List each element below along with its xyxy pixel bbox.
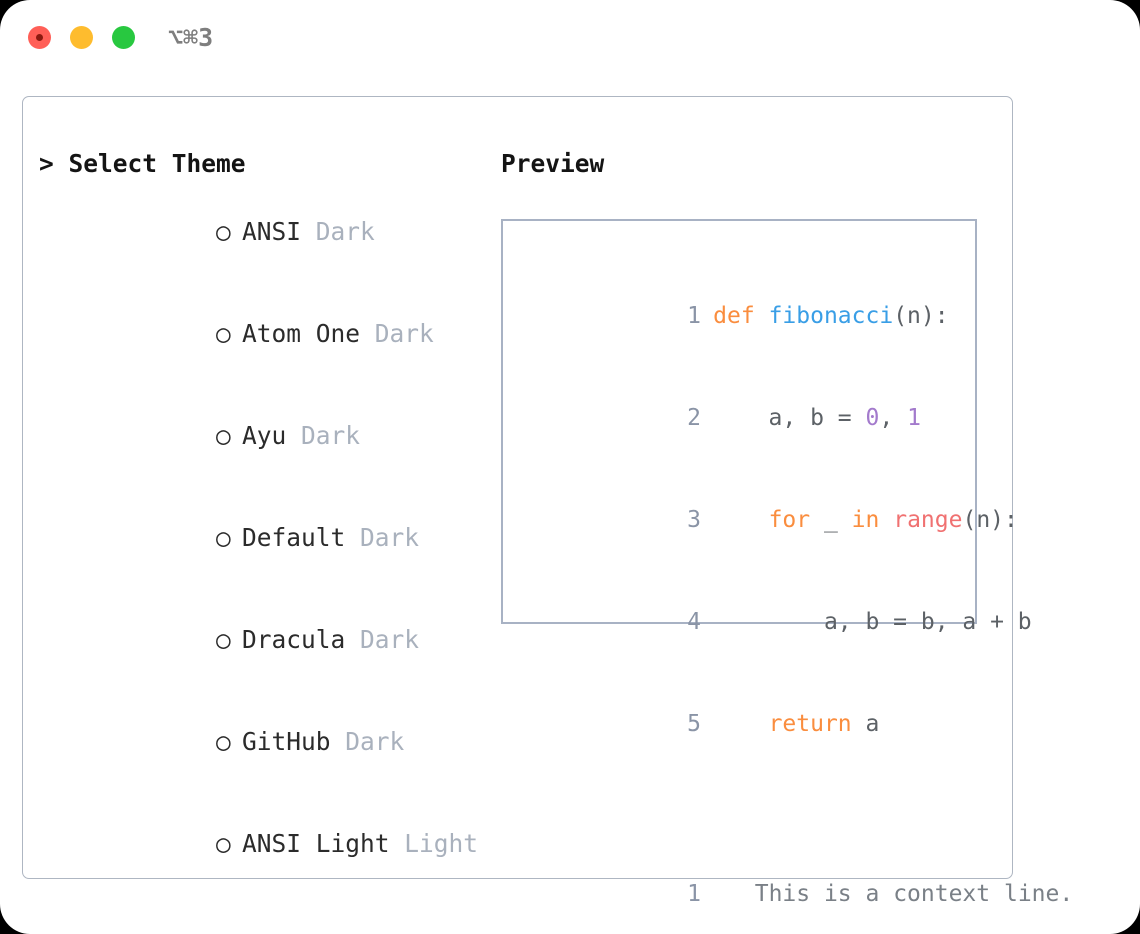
theme-item-kind: Dark xyxy=(360,625,420,654)
code-token-text: a, b = xyxy=(713,405,866,431)
theme-item-label: ANSI Light xyxy=(242,829,390,858)
code-line: 1 def fibonacci(n): xyxy=(521,265,975,367)
diff-line-context: 1 This is a context line. xyxy=(521,843,1073,934)
radio-icon[interactable]: ○ xyxy=(216,625,231,654)
code-line: 4 a, b = b, a + b xyxy=(521,571,1032,673)
code-token-text: a, b = b, a + b xyxy=(713,609,1032,635)
theme-item-label: ANSI xyxy=(242,217,302,246)
diff-sign xyxy=(713,881,727,907)
theme-picker-column: > Select Theme ○ ANSI Dark ○ Atom One Dark… xyxy=(39,147,499,934)
line-number: 3 xyxy=(687,507,702,533)
theme-item-atom-one[interactable]: ○ Atom One Dark xyxy=(39,283,499,385)
code-token-text xyxy=(879,507,893,533)
traffic-light-buttons xyxy=(28,26,135,49)
code-token-text: a xyxy=(851,711,880,737)
code-token-text: _ xyxy=(810,507,852,533)
code-token-call: range xyxy=(893,507,963,533)
theme-item-kind: Dark xyxy=(345,727,405,756)
theme-item-label: Atom One xyxy=(242,319,361,348)
code-token-keyword: in xyxy=(851,507,880,533)
theme-item-label: Dracula xyxy=(242,625,346,654)
code-token-function: fibonacci xyxy=(768,303,894,329)
preview-spacer xyxy=(521,809,975,843)
theme-item-label: GitHub xyxy=(242,727,331,756)
code-token-text xyxy=(713,711,768,737)
code-token-text: (n): xyxy=(962,507,1018,533)
theme-item-ansi-light[interactable]: ○ ANSI Light Light xyxy=(39,793,499,895)
theme-item-default[interactable]: ○ Default Dark xyxy=(39,487,499,589)
theme-item-kind: Dark xyxy=(301,421,361,450)
theme-item-label: Default xyxy=(242,523,346,552)
theme-item-github[interactable]: ○ GitHub Dark xyxy=(39,691,499,793)
radio-icon[interactable]: ○ xyxy=(216,217,231,246)
code-token-keyword: return xyxy=(768,711,852,737)
line-number: 1 xyxy=(687,881,702,907)
theme-item-kind: Dark xyxy=(360,523,420,552)
select-theme-heading: > Select Theme xyxy=(39,149,246,178)
code-token-text: , xyxy=(879,405,908,431)
line-number: 5 xyxy=(687,711,702,737)
radio-icon[interactable]: ○ xyxy=(216,319,231,348)
code-token-text: (n): xyxy=(893,303,949,329)
code-line: 2 a, b = 0, 1 xyxy=(521,367,975,469)
radio-icon-selected[interactable]: ● xyxy=(216,929,242,934)
radio-icon[interactable]: ○ xyxy=(216,727,231,756)
zoom-button[interactable] xyxy=(112,26,135,49)
window-title: ⌥⌘3 xyxy=(168,23,214,52)
line-number: 2 xyxy=(687,405,702,431)
code-token-number: 1 xyxy=(907,405,921,431)
preview-heading: Preview xyxy=(501,149,605,178)
code-token-keyword: for xyxy=(768,507,811,533)
code-token-number: 0 xyxy=(865,405,880,431)
theme-item-dracula[interactable]: ○ Dracula Dark xyxy=(39,589,499,691)
radio-icon[interactable]: ○ xyxy=(216,421,231,450)
theme-list: ○ ANSI Dark ○ Atom One Dark ○ Ayu Dark ○ Def… xyxy=(39,181,499,934)
code-token-text xyxy=(713,507,768,533)
theme-item-kind: Dark xyxy=(374,319,434,348)
theme-item-ayu-light[interactable]: ●Ayu Light Light xyxy=(39,895,499,934)
theme-item-label: Ayu xyxy=(242,421,287,450)
diff-text: This is a context line. xyxy=(727,881,1074,907)
close-button[interactable] xyxy=(28,26,51,49)
radio-icon[interactable]: ○ xyxy=(216,523,231,552)
line-number: 4 xyxy=(687,609,702,635)
preview-spacer xyxy=(521,775,975,809)
theme-item-kind: Light xyxy=(390,931,464,934)
theme-item-kind: Dark xyxy=(315,217,375,246)
code-token-keyword: def xyxy=(713,303,769,329)
theme-item-ansi[interactable]: ○ ANSI Dark xyxy=(39,181,499,283)
minimize-button[interactable] xyxy=(70,26,93,49)
code-line: 5 return a xyxy=(521,673,975,775)
line-number: 1 xyxy=(687,303,702,329)
theme-item-kind: Light xyxy=(404,829,479,858)
code-line: 3 for _ in range(n): xyxy=(521,469,1018,571)
title-bar: ⌥⌘3 xyxy=(0,0,1140,78)
theme-item-label: Ayu Light xyxy=(242,931,375,934)
radio-icon[interactable]: ○ xyxy=(216,829,231,858)
theme-item-ayu[interactable]: ○ Ayu Dark xyxy=(39,385,499,487)
main-panel: > Select Theme ○ ANSI Dark ○ Atom One Dark… xyxy=(22,96,1073,934)
